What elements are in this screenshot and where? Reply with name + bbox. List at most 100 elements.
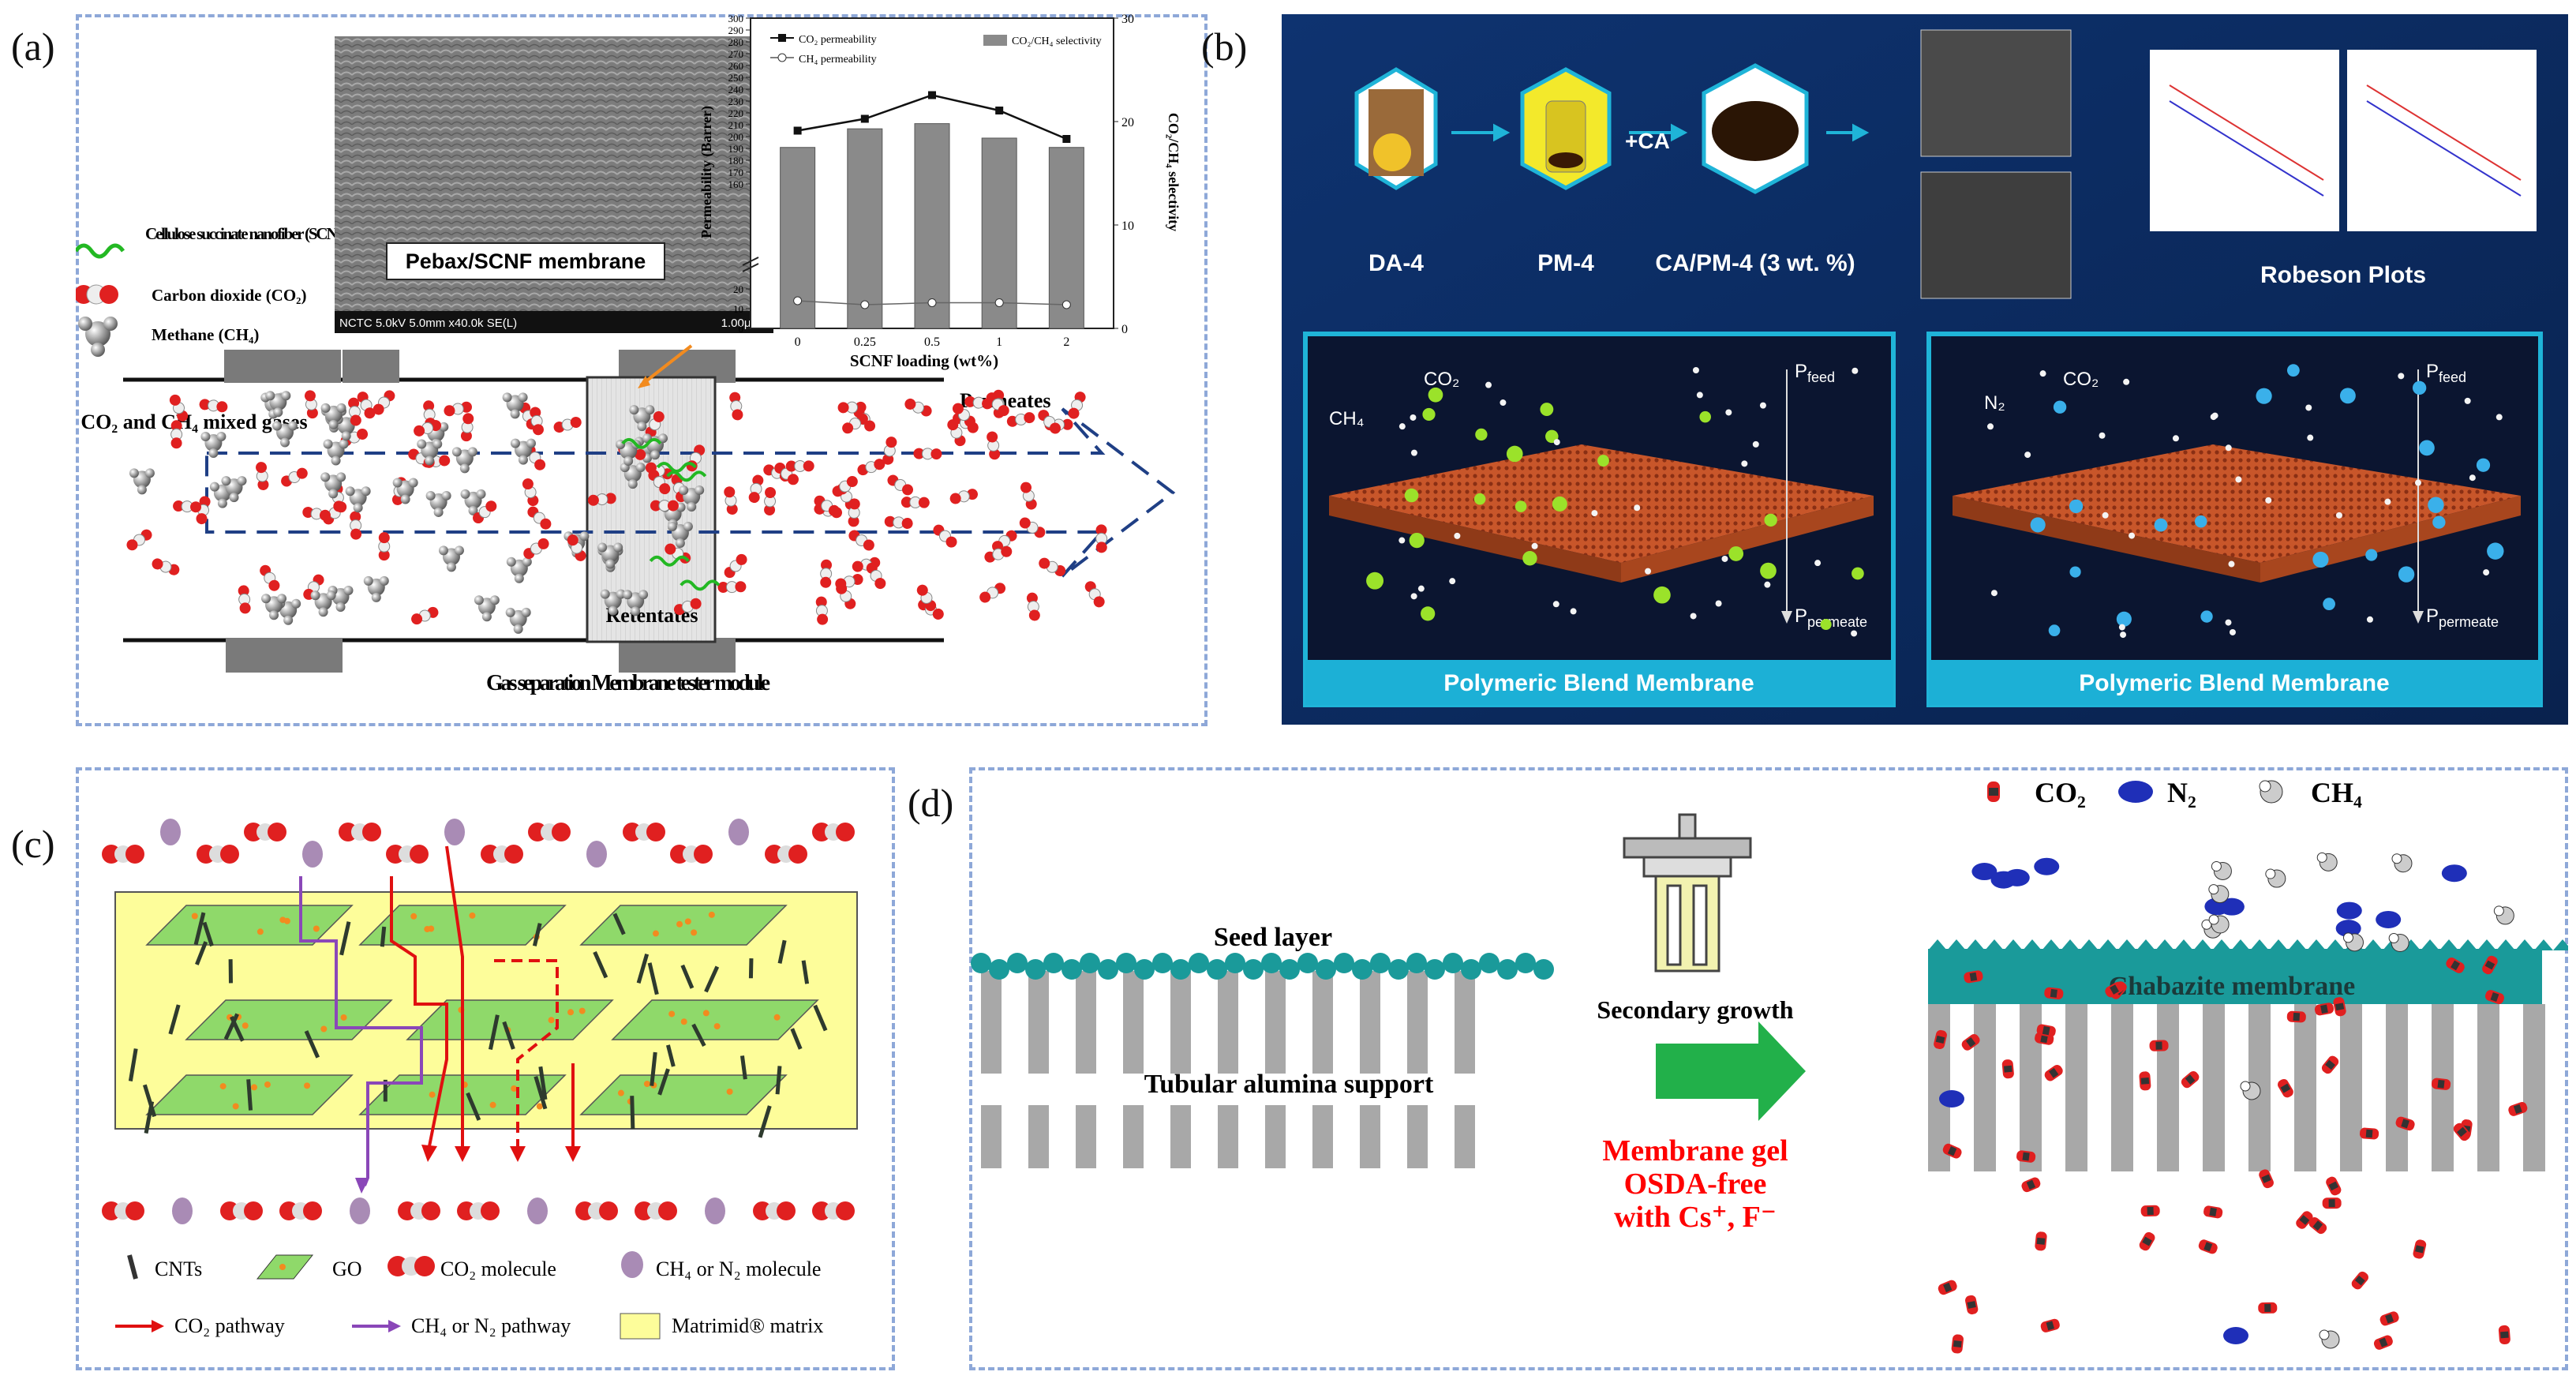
ch4-molecule (1506, 445, 1523, 463)
co2-molecule (2278, 1078, 2293, 1098)
n2-molecule (2441, 864, 2467, 883)
ch4-legend-label-d: CH₄ (2311, 777, 2362, 808)
co2-legend-label-d: CO₂ (2035, 777, 2086, 808)
ch4-legend-label-c: CH₄ or N₂ molecule (656, 1257, 821, 1280)
go-dot (536, 1103, 543, 1110)
ch4-molecule (438, 545, 464, 572)
co2-molecule (2102, 512, 2109, 519)
seed-crystal (1134, 959, 1155, 980)
sem-caption-box (386, 242, 665, 280)
co2-molecule (357, 392, 376, 419)
n2-molecule (2069, 566, 2081, 578)
co2-molecule (2172, 435, 2179, 442)
ch4-legend-icon-d (2259, 780, 2283, 804)
go-dot (320, 1025, 328, 1033)
n2-molecule (2200, 610, 2213, 623)
ch4-permeability-point (793, 296, 803, 305)
co2-molecule (1721, 555, 1728, 562)
chart-y-tick: 300 (728, 14, 744, 24)
co2-molecule (1938, 1280, 1957, 1295)
ch4-molecule (328, 585, 354, 612)
chart-y-label: Permeability (Barrer) (698, 106, 715, 238)
gas-co2-left: CO₂ (1424, 369, 1459, 390)
secondary-growth-label: Secondary growth (1597, 995, 1793, 1024)
co2-molecule (2413, 1239, 2427, 1259)
ch4-legend-label: Methane (CH₄) (152, 325, 259, 344)
n2-molecule (2034, 857, 2060, 875)
cnt (665, 1044, 676, 1067)
chart-x-tick: 0 (795, 335, 801, 349)
co2-molecule (1068, 392, 1086, 419)
go-dot (264, 1081, 271, 1088)
co2-molecule (523, 538, 549, 560)
co2-molecule (815, 596, 829, 625)
co2-molecule (2379, 1311, 2399, 1326)
ch4-molecule (505, 607, 531, 634)
go-dot (684, 918, 691, 925)
panel-d-letter: (d) (908, 781, 954, 825)
alumina-pillar (2477, 1004, 2499, 1171)
co2-molecule (1398, 423, 1406, 430)
co2-molecule (1934, 1029, 1947, 1050)
selectivity-bar (847, 128, 883, 329)
top-gasket-right (343, 350, 399, 383)
co2-molecule (2305, 404, 2312, 411)
ch4-molecule (2208, 884, 2230, 904)
co2-molecule (173, 500, 202, 513)
co2-molecule (1951, 1334, 1964, 1354)
cnt (304, 1030, 320, 1059)
co2-molecule (882, 437, 897, 465)
plus-ca: +CA (1625, 129, 1670, 153)
go-dot (652, 930, 659, 937)
n2-molecule (2476, 458, 2491, 472)
gas-ch4-left: CH₄ (1329, 408, 1364, 429)
ch4-molecule (1764, 513, 1777, 527)
co2-molecule (2203, 1205, 2223, 1219)
co2-molecule (785, 459, 814, 472)
co2-molecule (1752, 440, 1759, 448)
alumina-pillar (1455, 971, 1475, 1168)
co2-molecule (949, 489, 978, 504)
co2-molecule (2326, 1176, 2342, 1196)
cnt (636, 953, 650, 984)
seed-crystal (1225, 953, 1245, 973)
co2-molecule (350, 511, 362, 540)
co2-molecule (1851, 630, 1858, 637)
chart-y-tick: 10 (733, 303, 743, 315)
ch4-molecule (1597, 455, 1609, 467)
n2-legend-label-d: N₂ (2167, 777, 2196, 808)
ch4-molecule (2211, 860, 2232, 880)
step-ca-pm4: CA/PM-4 (3 wt. %) (1655, 250, 1855, 276)
co2-molecule (842, 413, 868, 434)
chart-y-tick: 160 (728, 178, 744, 190)
co2-molecule (2140, 1205, 2160, 1217)
chart-x-tick: 0.5 (924, 335, 940, 349)
co2-molecule (126, 529, 152, 551)
co2-molecule (2307, 434, 2314, 441)
co2-molecule (1645, 568, 1652, 575)
gel-line-2: OSDA-free (1624, 1167, 1767, 1201)
co2-molecule (2482, 955, 2498, 975)
go-dot (511, 1085, 518, 1092)
co2-molecule (916, 584, 937, 612)
ch4-molecule (1404, 488, 1419, 503)
co2-molecule (398, 1201, 440, 1220)
ch4-molecule (600, 589, 626, 616)
growth-arrow (1656, 1021, 1806, 1121)
co2-molecule (444, 401, 472, 417)
seed-crystal (1152, 953, 1173, 973)
co2-molecule (2335, 512, 2342, 519)
co2-molecule (2453, 1123, 2471, 1141)
co2-molecule (2035, 1231, 2047, 1251)
seed-crystal (1297, 953, 1318, 973)
ch4-molecule (425, 490, 451, 517)
co2-molecule (414, 420, 442, 437)
go-dot (251, 1084, 258, 1091)
co2-molecule (1696, 392, 1703, 399)
n2-molecule (2048, 624, 2061, 636)
ch4-molecule (1540, 403, 1554, 417)
co2-molecule (2414, 479, 2421, 486)
go-dot (279, 916, 286, 924)
cnt (502, 1021, 515, 1050)
co2-legend-label-c: CO₂ molecule (440, 1257, 556, 1280)
